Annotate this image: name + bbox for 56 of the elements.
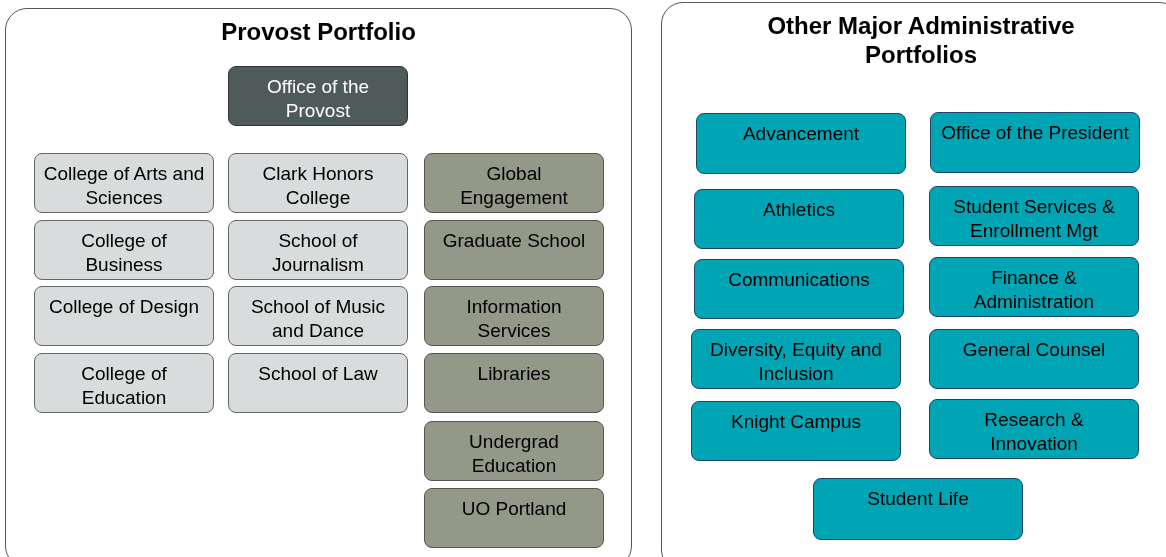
unit-label: Global Engagement bbox=[460, 163, 568, 208]
unit-box bbox=[34, 353, 214, 413]
unit-box bbox=[929, 257, 1139, 317]
unit-label: Graduate School bbox=[442, 230, 586, 251]
unit-box bbox=[34, 153, 214, 213]
unit-label: Research & Innovation bbox=[984, 409, 1084, 454]
unit-box bbox=[694, 189, 904, 249]
unit-label: Diversity, Equity and Inclusion bbox=[710, 339, 882, 384]
unit-box bbox=[694, 259, 904, 319]
unit-box bbox=[34, 286, 214, 346]
unit-label: Office of the President bbox=[941, 122, 1129, 143]
unit-box bbox=[228, 220, 408, 280]
portfolio-panel bbox=[661, 2, 1166, 557]
unit-label: Knight Campus bbox=[731, 411, 861, 432]
unit-label: Advancement bbox=[742, 123, 860, 144]
unit-box bbox=[34, 220, 214, 280]
unit-label: Athletics bbox=[763, 199, 835, 220]
unit-box bbox=[424, 220, 604, 280]
office-box bbox=[228, 66, 408, 126]
unit-box bbox=[424, 353, 604, 413]
unit-label: Clark Honors College bbox=[262, 163, 374, 208]
unit-label: UO Portland bbox=[461, 498, 567, 519]
unit-box bbox=[424, 153, 604, 213]
panel-title: Provost Portfolio bbox=[221, 18, 416, 45]
unit-label: Student Life bbox=[867, 488, 969, 509]
unit-label: College of Business bbox=[81, 230, 167, 275]
unit-box bbox=[929, 399, 1139, 459]
unit-label: Communications bbox=[728, 269, 870, 290]
unit-box bbox=[813, 478, 1023, 540]
unit-box bbox=[696, 113, 906, 174]
panel-title: Other Major Administrative Portfolios bbox=[767, 12, 1075, 68]
unit-label: Student Services & Enrollment Mgt bbox=[953, 196, 1115, 241]
unit-box bbox=[691, 401, 901, 461]
unit-box bbox=[929, 186, 1139, 246]
unit-box bbox=[424, 286, 604, 346]
unit-box bbox=[691, 329, 901, 389]
unit-box bbox=[424, 421, 604, 481]
unit-label: College of Arts and Sciences bbox=[43, 163, 205, 208]
unit-box bbox=[228, 353, 408, 413]
unit-box bbox=[929, 329, 1139, 389]
unit-label: Office of the Provost bbox=[266, 76, 370, 121]
unit-label: School of Music and Dance bbox=[250, 296, 386, 341]
unit-box bbox=[228, 153, 408, 213]
unit-label: Undergrad Education bbox=[469, 431, 559, 476]
unit-label: School of Law bbox=[258, 363, 378, 384]
unit-label: General Counsel bbox=[962, 339, 1106, 360]
unit-box bbox=[228, 286, 408, 346]
unit-box bbox=[424, 488, 604, 548]
unit-label: College of Education bbox=[81, 363, 167, 408]
unit-label: College of Design bbox=[49, 296, 199, 317]
unit-label: School of Journalism bbox=[272, 230, 364, 275]
unit-label: Libraries bbox=[477, 363, 551, 384]
unit-label: Information Services bbox=[466, 296, 562, 341]
unit-box bbox=[930, 112, 1140, 173]
unit-label: Finance & Administration bbox=[973, 267, 1095, 312]
portfolio-panel bbox=[5, 8, 632, 557]
